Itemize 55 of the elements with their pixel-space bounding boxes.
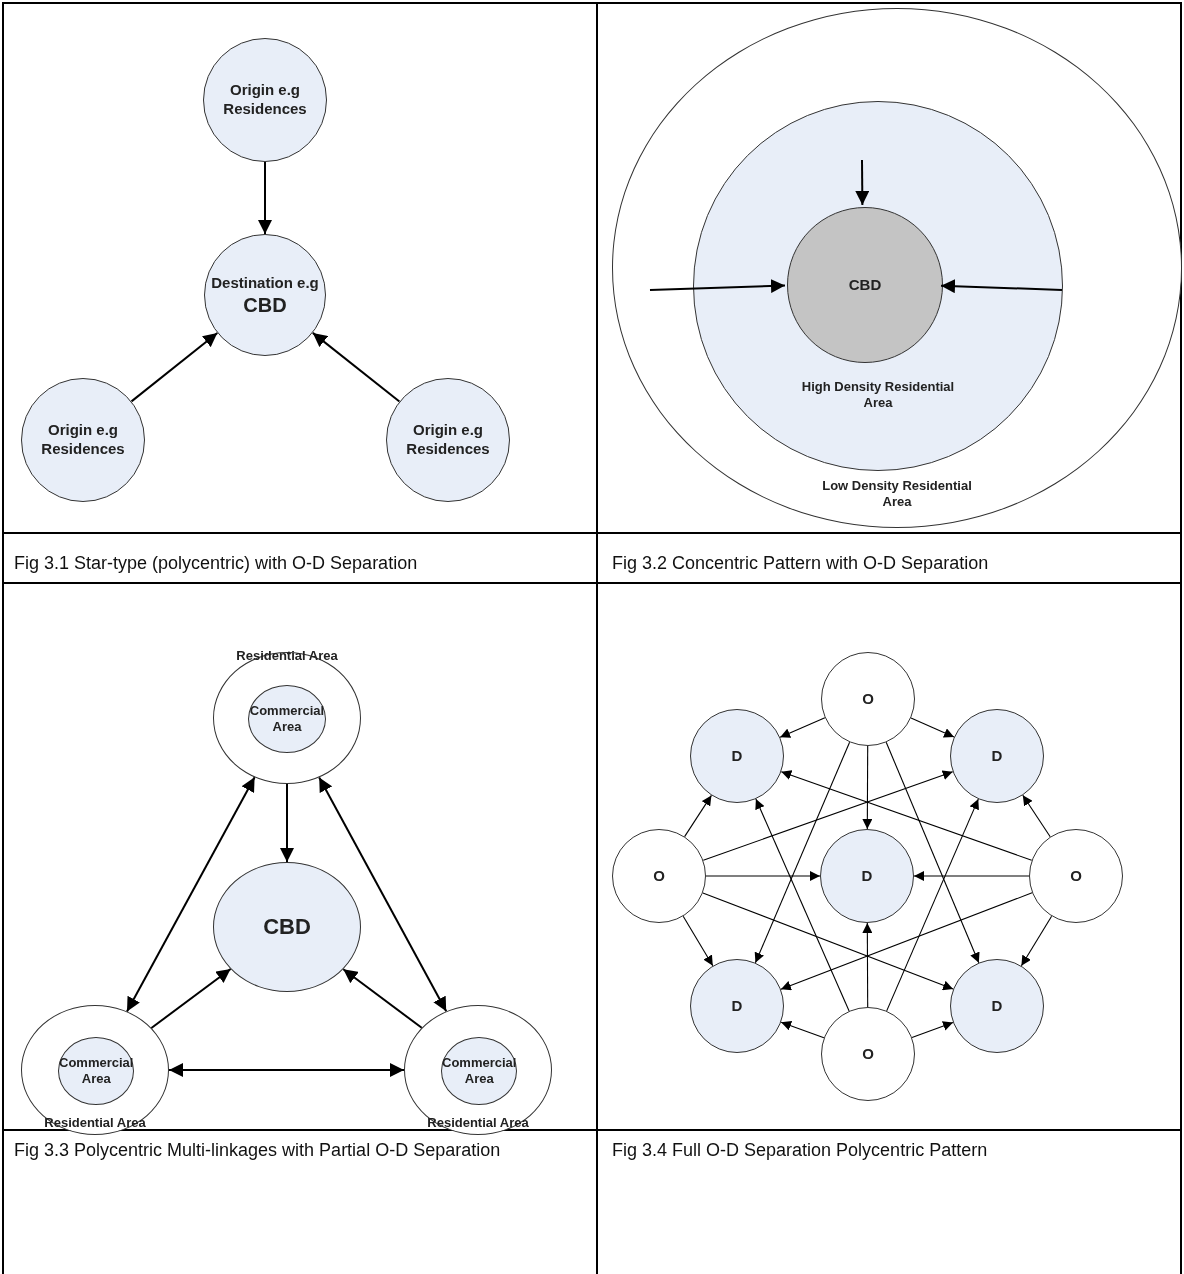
arrow bbox=[705, 871, 821, 881]
arrow bbox=[885, 741, 980, 964]
arrow bbox=[130, 332, 219, 403]
node-label: Origin e.g Residences bbox=[40, 421, 126, 459]
node-label: O bbox=[653, 867, 665, 886]
arrow bbox=[1020, 915, 1053, 967]
node-label: Low Density Residential Area bbox=[821, 478, 973, 511]
arrow bbox=[855, 159, 870, 206]
arrow bbox=[702, 892, 954, 991]
arrow bbox=[702, 770, 954, 861]
node-label: CBD bbox=[263, 913, 311, 941]
arrow bbox=[780, 770, 1033, 861]
arrow bbox=[911, 1021, 954, 1039]
node-label: O bbox=[862, 690, 874, 709]
node-label: CBD bbox=[848, 276, 882, 295]
node-label: High Density Residential Area bbox=[800, 379, 956, 412]
arrow bbox=[886, 798, 979, 1012]
figure-caption: Fig 3.1 Star-type (polycentric) with O-D Separation bbox=[14, 553, 419, 575]
node-label: Origin e.g Residences bbox=[222, 81, 308, 119]
node-label: D bbox=[731, 997, 743, 1016]
figure-caption: Fig 3.3 Polycentric Multi-linkages with Partial O-D Separation bbox=[14, 1140, 502, 1162]
arrow bbox=[779, 717, 826, 738]
node-label: D bbox=[861, 867, 873, 886]
arrow bbox=[311, 331, 401, 403]
arrow bbox=[682, 915, 714, 967]
figure-caption: Fig 3.2 Concentric Pattern with O-D Separation bbox=[612, 553, 990, 575]
arrow bbox=[940, 279, 1063, 294]
node-label: D bbox=[991, 747, 1003, 766]
node-label: D bbox=[991, 997, 1003, 1016]
arrow bbox=[168, 1063, 405, 1077]
arrow bbox=[755, 798, 850, 1012]
arrow bbox=[780, 892, 1033, 991]
arrow bbox=[862, 922, 873, 1008]
node-label: O bbox=[1070, 867, 1082, 886]
figure-caption: Fig 3.4 Full O-D Separation Polycentric Pattern bbox=[612, 1140, 989, 1162]
arrow bbox=[910, 717, 955, 738]
arrow bbox=[862, 745, 873, 830]
node-label: Commercial Area bbox=[249, 702, 325, 735]
arrow bbox=[913, 871, 1030, 881]
node-label: Origin e.g Residences bbox=[405, 421, 491, 459]
arrow bbox=[280, 783, 294, 863]
arrow bbox=[684, 794, 712, 838]
arrow bbox=[649, 279, 786, 294]
arrow bbox=[780, 1020, 825, 1039]
node-label: O bbox=[862, 1045, 874, 1064]
node-label: D bbox=[731, 747, 743, 766]
arrow bbox=[258, 161, 272, 235]
arrow bbox=[342, 968, 423, 1029]
node-label: Destination e.g bbox=[211, 273, 319, 293]
arrow bbox=[318, 776, 448, 1013]
arrow bbox=[754, 741, 851, 964]
node-label: CBD bbox=[243, 292, 287, 318]
arrow bbox=[126, 776, 256, 1013]
arrow bbox=[150, 968, 232, 1029]
arrow bbox=[1022, 794, 1051, 838]
